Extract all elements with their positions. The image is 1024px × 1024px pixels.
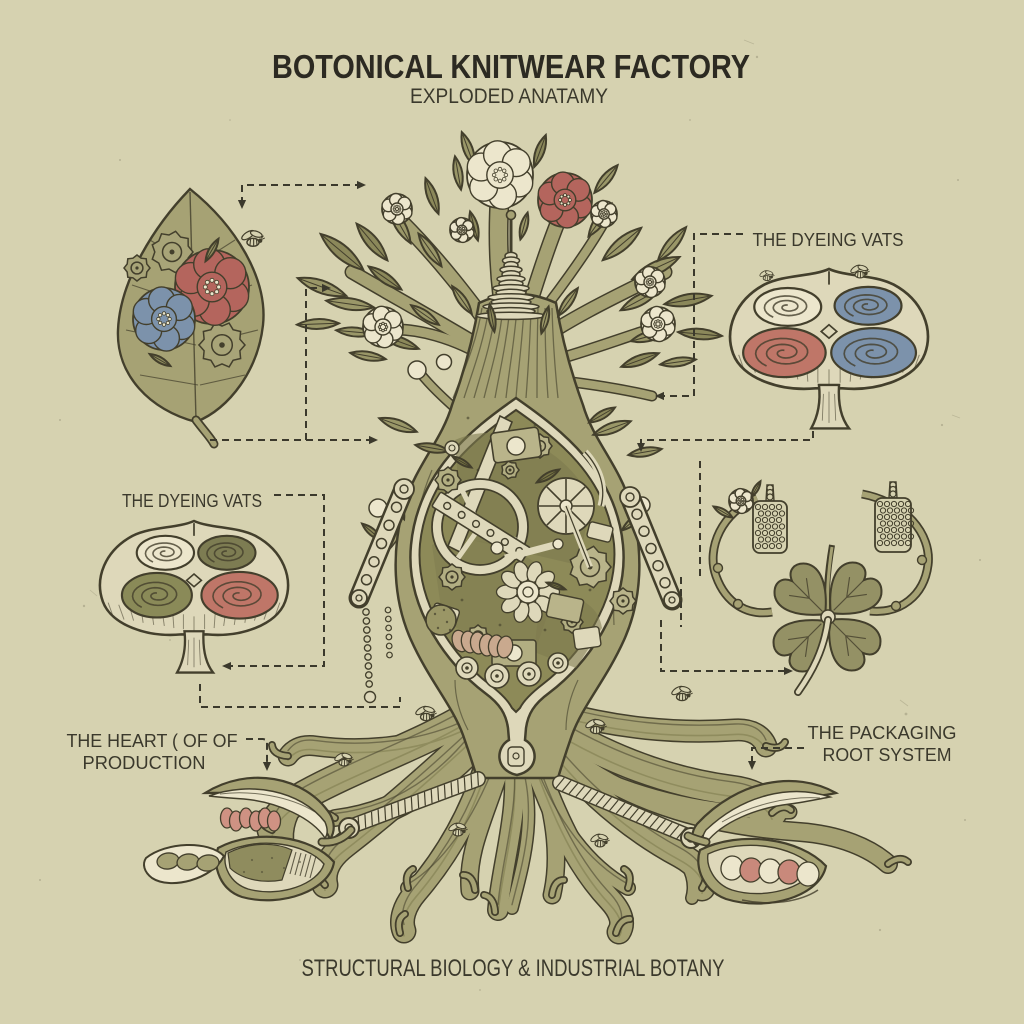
svg-text:THE DYEING VATS: THE DYEING VATS — [122, 491, 262, 511]
svg-text:THE HEART ( OF OF: THE HEART ( OF OF — [67, 731, 238, 751]
svg-text:STRUCTURAL BIOLOGY & INDUSTRIA: STRUCTURAL BIOLOGY & INDUSTRIAL BOTANY — [302, 955, 725, 982]
svg-text:BOTONICAL KNITWEAR FACTORY: BOTONICAL KNITWEAR FACTORY — [272, 48, 750, 85]
svg-text:PRODUCTION: PRODUCTION — [83, 753, 206, 773]
svg-text:THE PACKAGING: THE PACKAGING — [808, 723, 957, 743]
svg-text:EXPLODED ANATAMY: EXPLODED ANATAMY — [410, 84, 608, 108]
svg-text:ROOT SYSTEM: ROOT SYSTEM — [823, 745, 952, 765]
svg-text:THE DYEING VATS: THE DYEING VATS — [753, 230, 904, 250]
